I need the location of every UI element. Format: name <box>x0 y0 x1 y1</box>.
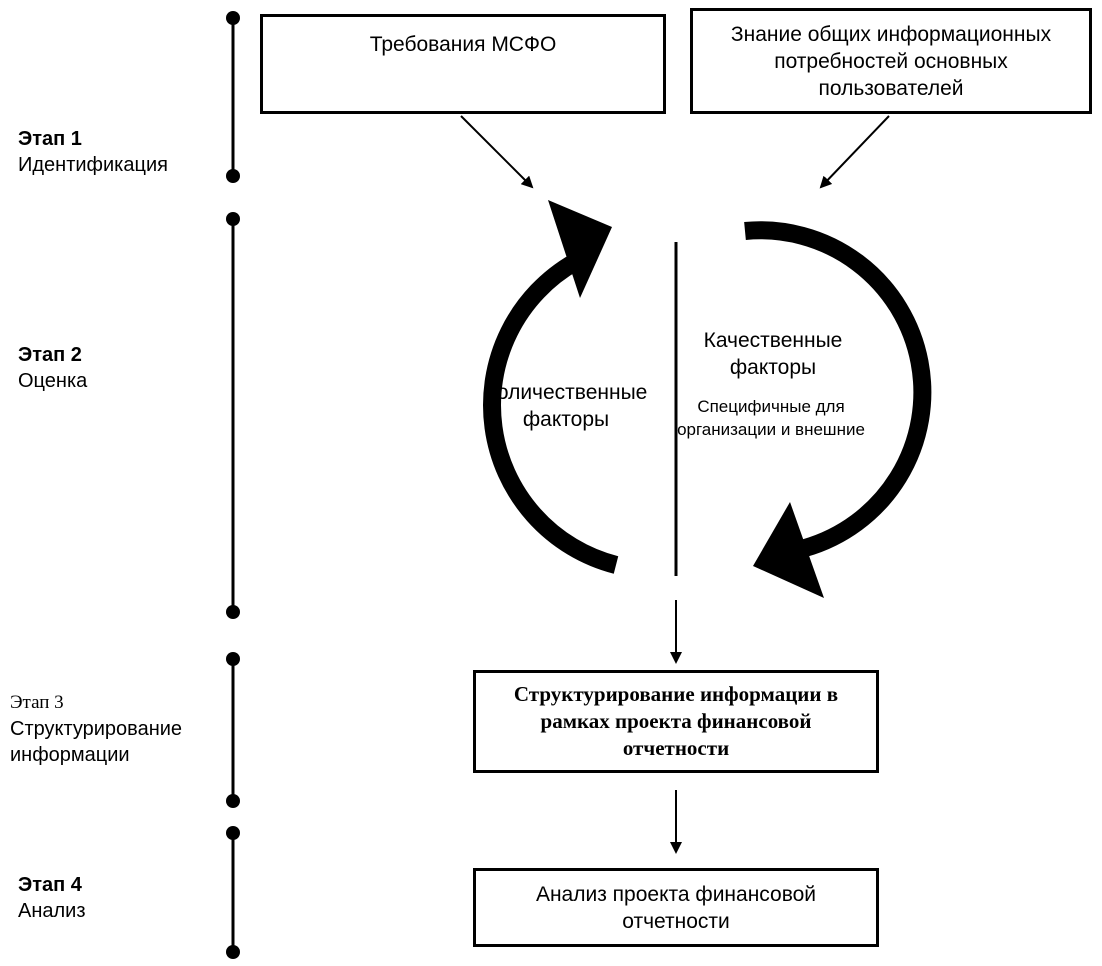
stage-2-label: Этап 2 Оценка <box>18 342 87 394</box>
arrow-ifrs-to-cycle <box>460 115 534 189</box>
timeline-stage-4 <box>226 826 240 959</box>
stage-2-number: Этап 2 <box>18 344 82 366</box>
quantitative-factors-label: Количественные факторы <box>484 381 648 431</box>
stage-3-number: Этап 3 <box>10 692 64 713</box>
arrow-knowledge-to-cycle <box>819 115 890 189</box>
analysis-box: Анализ проекта финансовой отчетности <box>473 868 879 947</box>
stage-4-name: Анализ <box>18 900 86 922</box>
stage-3-label: Этап 3 Структурирование информации <box>10 690 182 768</box>
stage-1-number: Этап 1 <box>18 128 82 150</box>
stage-3-name-line1: Структурирование <box>10 718 183 740</box>
right-cycle-arrow <box>744 221 932 598</box>
structuring-text: Структурирование информации в рамках про… <box>513 682 839 760</box>
ifrs-requirements-text: Требования МСФО <box>369 33 557 56</box>
timeline-stage-2 <box>226 212 240 619</box>
timeline-stage-3 <box>226 652 240 808</box>
stage-4-label: Этап 4 Анализ <box>18 872 86 924</box>
stage-3-name-line2: информации <box>10 744 130 766</box>
user-needs-text: Знание общих информационных потребностей… <box>730 22 1052 100</box>
stage-1-label: Этап 1 Идентификация <box>18 126 168 178</box>
stage-4-number: Этап 4 <box>18 874 82 896</box>
timeline-stage-1 <box>226 11 240 183</box>
structuring-box: Структурирование информации в рамках про… <box>473 670 879 773</box>
stage-1-name: Идентификация <box>18 154 168 176</box>
stage-2-name: Оценка <box>18 370 88 392</box>
qualitative-factors-sublabel: Специфичные для организации и внешние <box>677 397 865 439</box>
analysis-text: Анализ проекта финансовой отчетности <box>535 882 817 933</box>
qualitative-factors-label: Качественные факторы <box>703 329 843 379</box>
user-needs-box: Знание общих информационных потребностей… <box>690 8 1092 114</box>
ifrs-requirements-box: Требования МСФО <box>260 14 666 114</box>
left-cycle-arrow <box>483 200 619 574</box>
